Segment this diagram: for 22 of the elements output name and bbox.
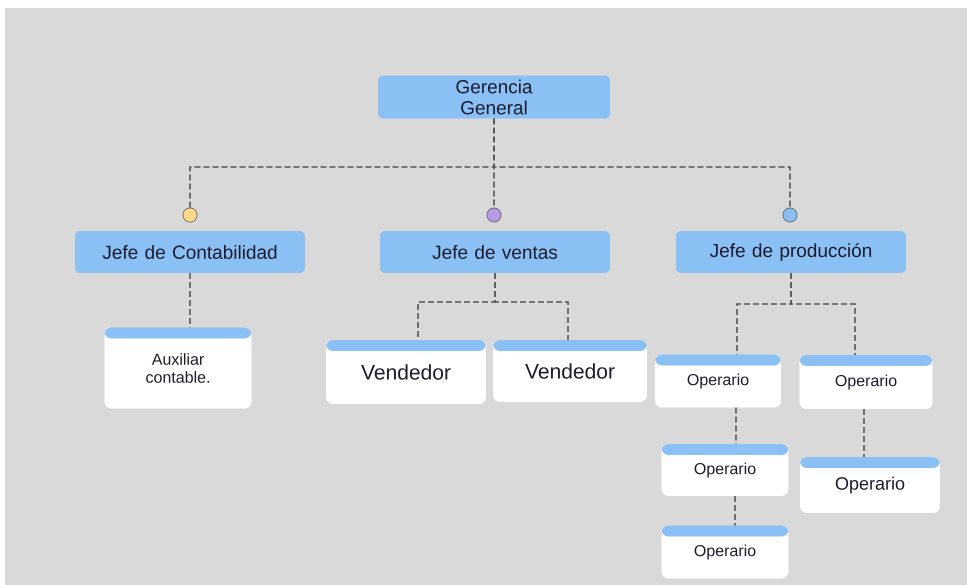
position-card: Operario bbox=[800, 355, 932, 409]
connector-line bbox=[790, 273, 856, 355]
connector-line bbox=[189, 273, 191, 328]
connector-line bbox=[494, 273, 569, 340]
position-box: Gerencia General bbox=[378, 76, 610, 118]
position-card: Operario bbox=[662, 444, 788, 496]
position-card: Operario bbox=[662, 526, 788, 578]
connector-line bbox=[493, 118, 791, 208]
connector-dot bbox=[782, 208, 798, 222]
position-box: Jefe de Contabilidad bbox=[75, 231, 305, 273]
connector-dot bbox=[486, 208, 502, 222]
position-card: Auxiliar contable. bbox=[104, 328, 252, 408]
connector-dot bbox=[182, 208, 198, 222]
connector-line bbox=[735, 408, 737, 444]
connector-line bbox=[734, 496, 736, 526]
position-card: Vendedor bbox=[493, 340, 647, 402]
position-card: Vendedor bbox=[326, 340, 486, 404]
position-card: Operario bbox=[655, 354, 781, 408]
position-box: Jefe de ventas bbox=[380, 231, 610, 273]
position-box: Jefe de producción bbox=[676, 231, 906, 273]
connector-line bbox=[863, 409, 865, 457]
position-card: Operario bbox=[800, 457, 940, 513]
